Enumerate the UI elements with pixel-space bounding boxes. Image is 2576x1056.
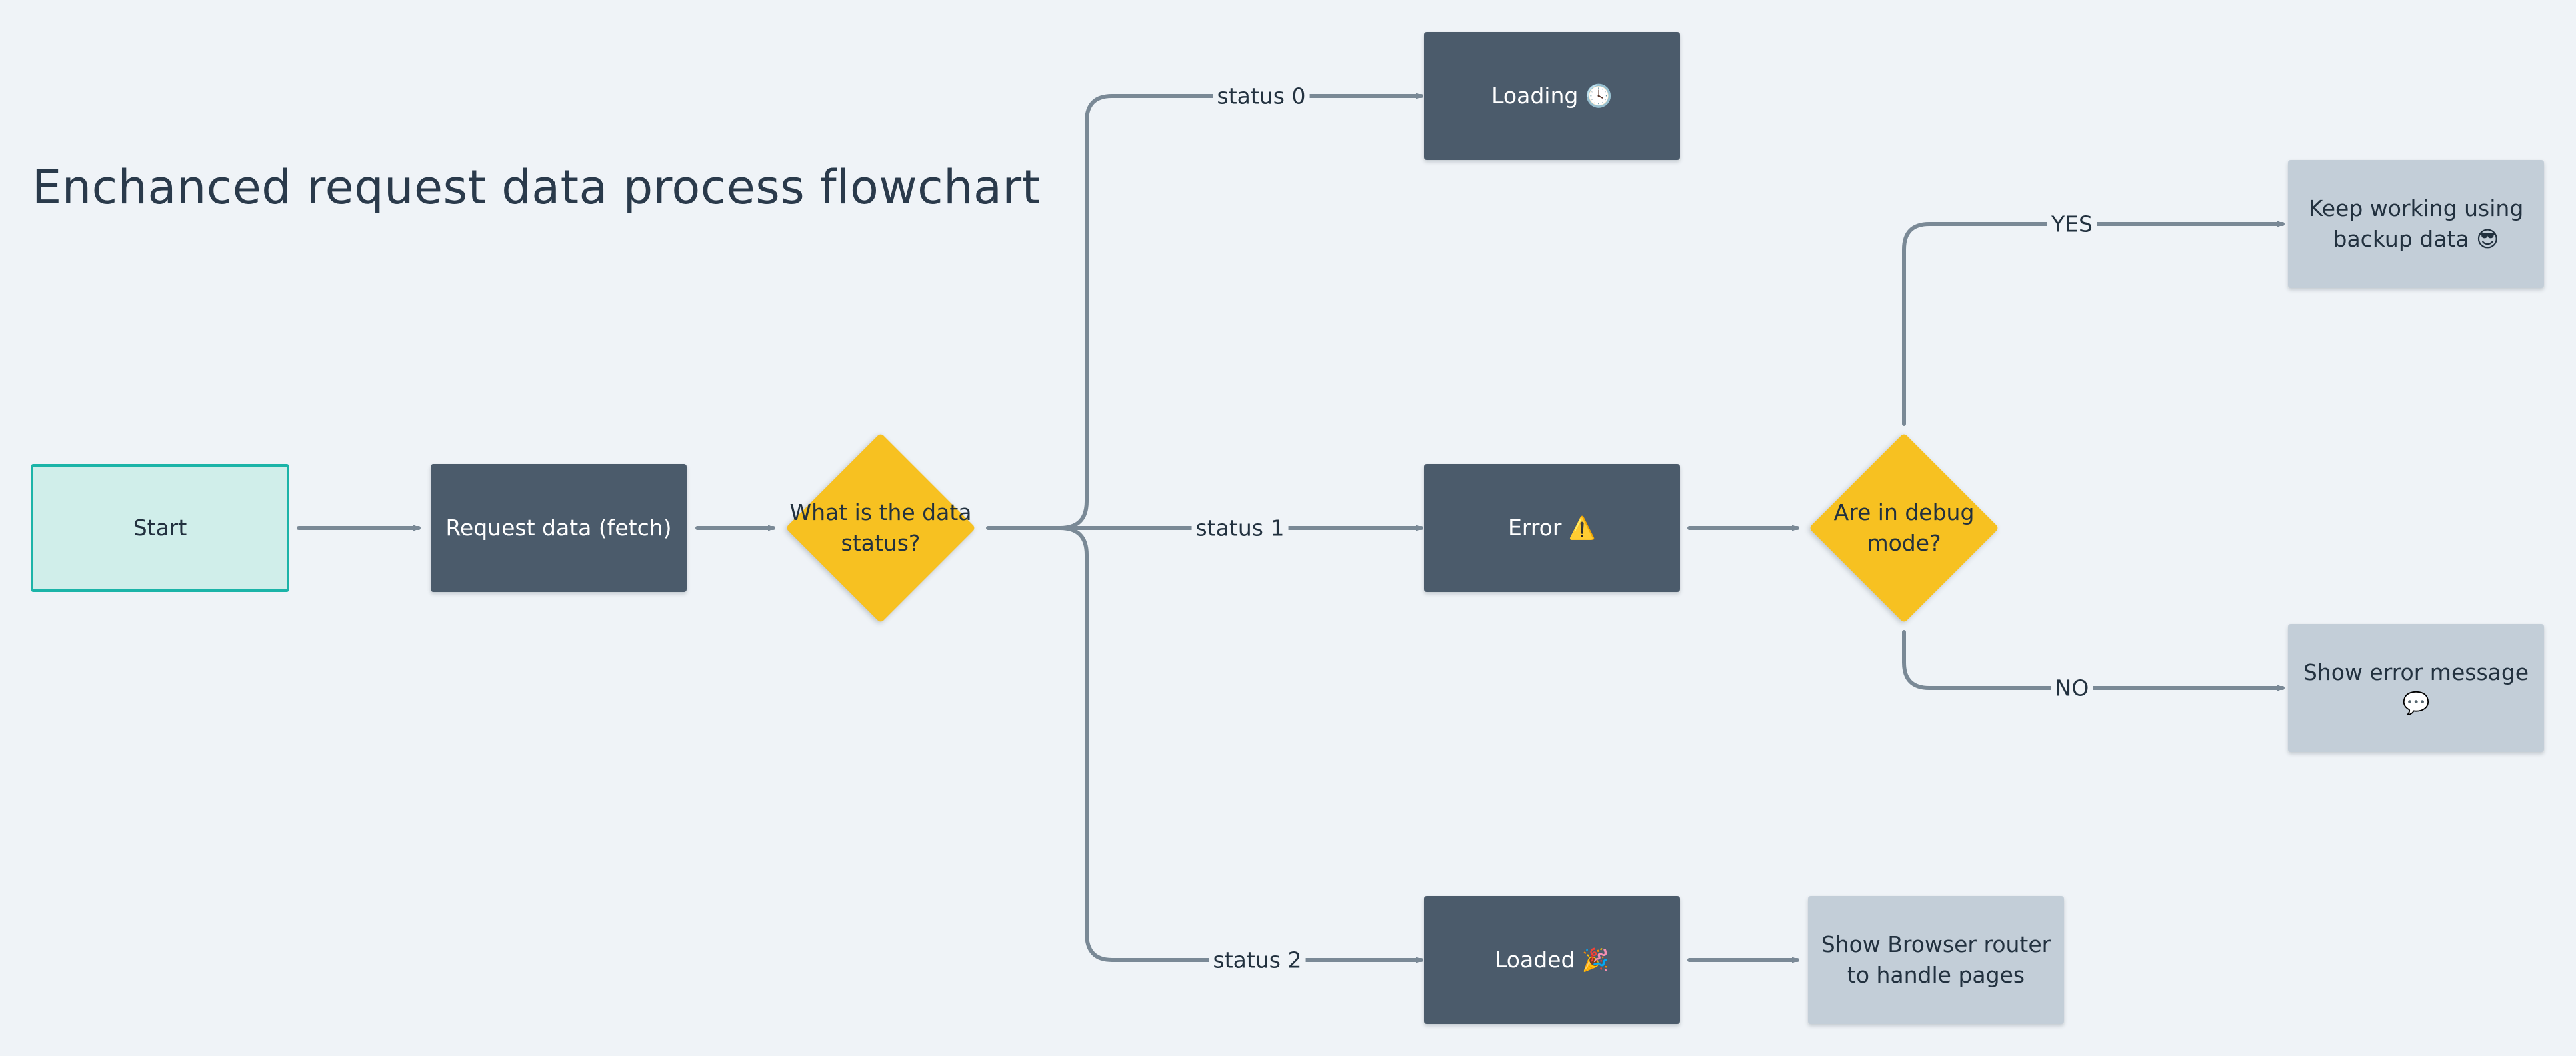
node-browser-router[interactable]: Show Browser router to handle pages xyxy=(1808,896,2064,1024)
edge-label-status2: status 2 xyxy=(1209,947,1306,973)
node-request-data[interactable]: Request data (fetch) xyxy=(431,464,687,592)
edge-label-no: NO xyxy=(2051,675,2093,701)
node-loading[interactable]: Loading 🕓 xyxy=(1424,32,1680,160)
decision-data-status[interactable]: What is the data status? xyxy=(784,431,977,625)
node-keep-working[interactable]: Keep working using backup data 😎 xyxy=(2288,160,2544,288)
connector-no xyxy=(1902,630,2285,691)
connector-status2 xyxy=(1058,526,1423,963)
page-title: Enchanced request data process flowchart xyxy=(32,160,1041,215)
decision-debug-mode[interactable]: Are in debug mode? xyxy=(1807,431,2001,625)
decision-label: Are in debug mode? xyxy=(1833,499,1975,556)
decision-label: What is the data status? xyxy=(789,499,972,556)
edge-label-status1: status 1 xyxy=(1191,515,1289,541)
edge-label-status0: status 0 xyxy=(1213,83,1310,109)
node-loaded[interactable]: Loaded 🎉 xyxy=(1424,896,1680,1024)
node-show-error[interactable]: Show error message 💬 xyxy=(2288,624,2544,752)
node-start[interactable]: Start xyxy=(31,464,289,592)
connector-status0 xyxy=(1058,93,1423,530)
connector-yes xyxy=(1902,221,2285,426)
edge-label-yes: YES xyxy=(2047,211,2097,237)
node-error[interactable]: Error ⚠️ xyxy=(1424,464,1680,592)
